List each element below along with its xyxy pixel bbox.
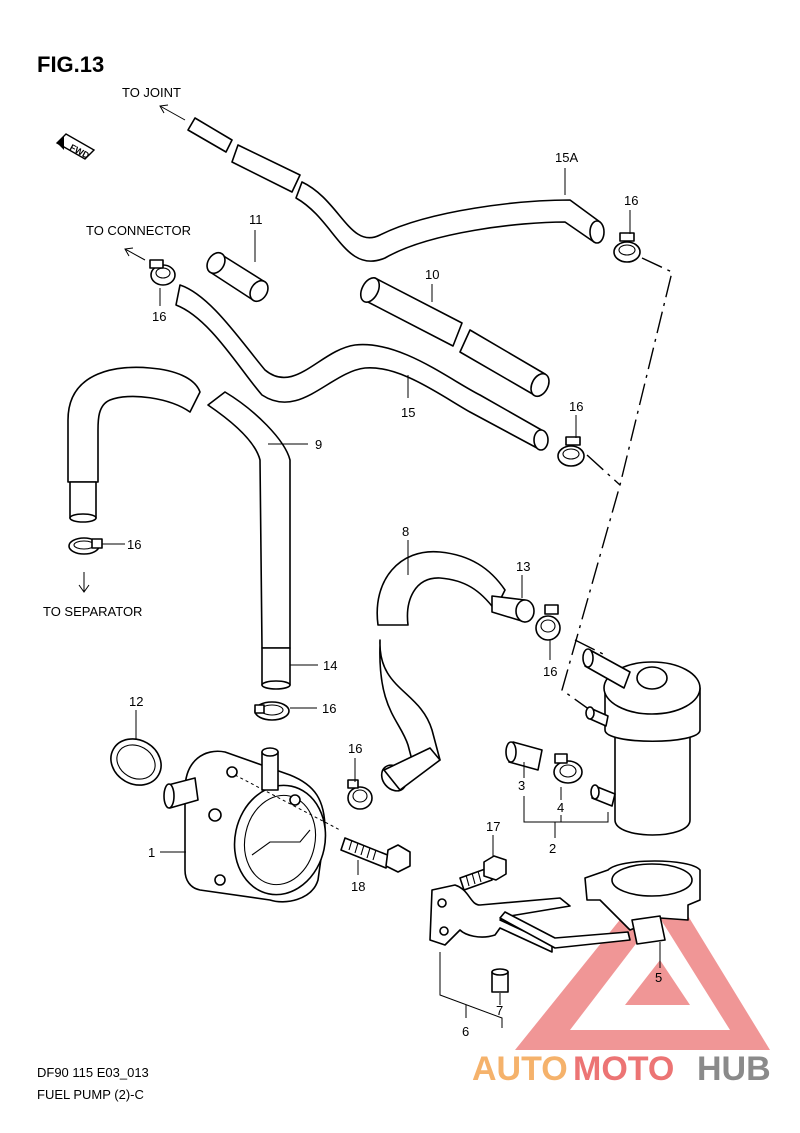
callout-15a: 15A [555,150,578,165]
to-joint-label: TO JOINT [122,85,181,100]
clamp-16-pump-outlet [347,779,373,810]
watermark-auto: AUTO [472,1050,568,1088]
hose-10 [359,277,550,398]
callout-8: 8 [402,524,409,539]
assembly-dashed-line-mid [586,454,621,486]
fuel-pump-1 [163,747,327,903]
watermark-text: AUTO MOTO HUB [472,1050,771,1088]
bolt-17 [459,855,507,891]
callout-5: 5 [655,970,662,985]
callout-7: 7 [496,1003,503,1018]
hose-15 [175,284,549,451]
callout-11: 11 [249,212,263,227]
callout-9: 9 [315,437,322,452]
connector-3 [505,741,543,771]
callout-16-pump-outlet: 16 [348,741,362,756]
diagram-name: FUEL PUMP (2)-C [37,1087,144,1102]
clamp-16-top-right [613,232,641,263]
clamp-16-connector [149,259,176,286]
watermark-triangle-core [625,960,690,1005]
callout-2: 2 [549,841,556,856]
to-separator-arrowhead-icon [78,584,90,593]
hose-15a [187,117,605,262]
to-connector-arrowhead-icon [124,247,134,257]
clamp-16-separator [68,537,103,555]
hose-11 [206,251,269,303]
callout-15: 15 [401,405,415,420]
band-clamp-5 [584,860,701,945]
to-connector-label: TO CONNECTOR [86,223,191,238]
clamp-16-mid-right [557,436,585,467]
callout-4: 4 [557,800,564,815]
diagram-code: DF90 115 E03_013 [37,1065,149,1080]
figure-title: FIG.13 [37,52,104,77]
fwd-arrow-icon: FWD [55,133,96,161]
callout-12: 12 [129,694,143,709]
callout-17: 17 [486,819,500,834]
callout-16-filter-inlet: 16 [543,664,557,679]
hose-8 [376,550,506,792]
callout-16-pump-inlet: 16 [322,701,336,716]
callout-6: 6 [462,1024,469,1039]
assembly-dashed-line-lower [574,639,606,656]
clamp-16-filter-inlet [535,604,561,641]
callout-16-mid-right: 16 [569,399,583,414]
watermark-triangle-inner [570,915,730,1030]
callout-10: 10 [425,267,439,282]
callout-1: 1 [148,845,155,860]
to-separator-label: TO SEPARATOR [43,604,142,619]
bracket-6 [429,884,631,953]
spacer-7 [491,968,509,993]
callout-16-top-right: 16 [624,193,638,208]
bolt-18 [340,837,411,873]
o-ring-12 [110,738,162,786]
fuel-filter [582,648,701,836]
clamp-16-pump-inlet [254,701,290,721]
callout-13: 13 [516,559,530,574]
hose-9 [67,366,291,690]
fwd-badge-label: FWD [68,142,91,161]
callout-6-bracket [439,952,503,1028]
watermark-logo [515,870,770,1050]
to-joint-arrow [159,105,186,121]
callout-2-bracket [523,796,609,823]
bolt-18-dashed-leader [234,774,341,831]
to-joint-arrowhead-icon [159,104,169,114]
hose-13 [491,595,535,623]
callout-16-separator: 16 [127,537,141,552]
watermark-moto: MOTO [573,1050,674,1088]
watermark-hub: HUB [697,1050,771,1088]
callout-14: 14 [323,658,337,673]
callout-18: 18 [351,879,365,894]
callout-16-connector: 16 [152,309,166,324]
callout-3: 3 [518,778,525,793]
clamp-16-filter-outlet [553,753,583,784]
